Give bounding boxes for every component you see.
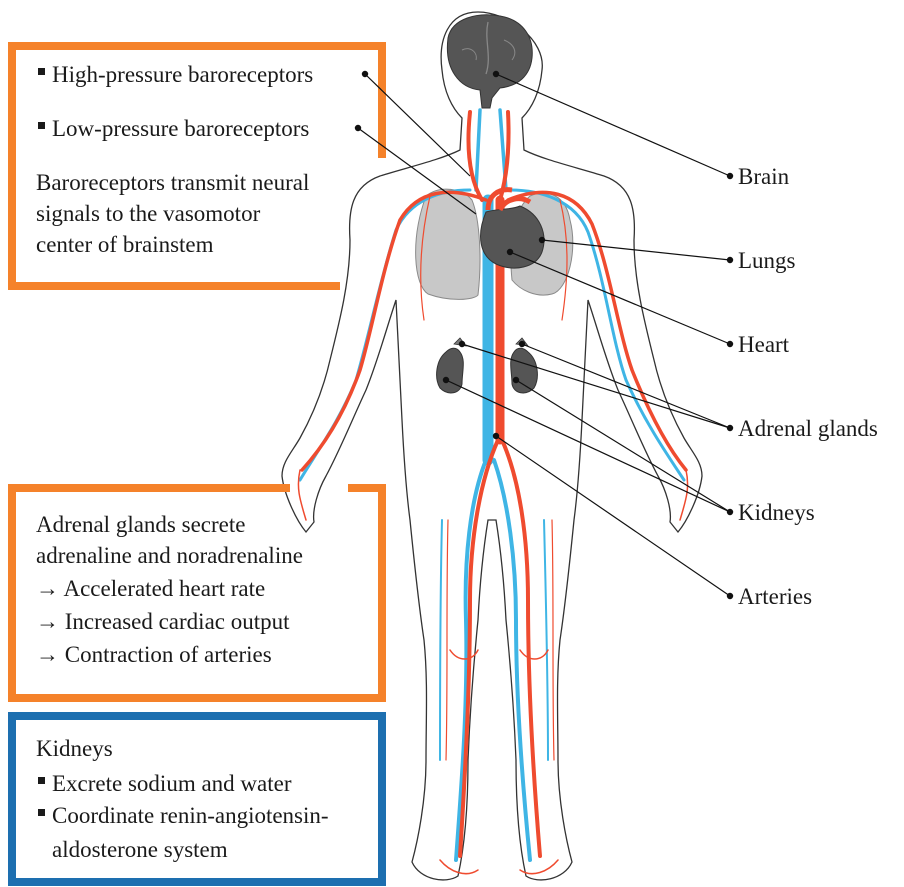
bullet-excrete	[38, 777, 45, 784]
adrenal-effect-cardiac-output: → Increased cardiac output	[36, 609, 290, 634]
adrenal-effect-heart-rate: → Accelerated heart rate	[36, 576, 265, 601]
bullet-low-pressure	[38, 122, 45, 129]
kidney-bullet-renin: Coordinate renin-angiotensin-	[52, 803, 329, 828]
label-arteries: Arteries	[738, 584, 812, 609]
kidney-bullet-renin-continuation: aldosterone system	[52, 837, 228, 862]
label-heart: Heart	[738, 332, 790, 357]
label-adrenal-glands: Adrenal glands	[738, 416, 878, 441]
label-brain: Brain	[738, 164, 790, 189]
kidney-box: Kidneys Excrete sodium and water Coordin…	[12, 716, 382, 882]
bullet-high-pressure	[38, 68, 45, 75]
adrenal-text-line-1: Adrenal glands secrete	[36, 512, 245, 537]
low-pressure-baroreceptors-label: Low-pressure baroreceptors	[52, 116, 309, 141]
adrenal-effect-arteries: → Contraction of arteries	[36, 642, 272, 667]
organ-labels: Brain Lungs Heart Adrenal glands Kidneys…	[738, 164, 878, 609]
adrenal-box: Adrenal glands secrete adrenaline and no…	[12, 488, 382, 698]
high-pressure-baroreceptors-label: High-pressure baroreceptors	[52, 62, 313, 87]
baroreceptor-text-line-2: signals to the vasomotor	[36, 201, 261, 226]
label-kidneys: Kidneys	[738, 500, 815, 525]
adrenal-text-line-2: adrenaline and noradrenaline	[36, 543, 303, 568]
label-lungs: Lungs	[738, 248, 796, 273]
bullet-renin	[38, 809, 45, 816]
baroreceptor-text-line-1: Baroreceptors transmit neural	[36, 170, 309, 195]
kidney-box-title: Kidneys	[36, 736, 113, 761]
baroreceptor-text-line-3: center of brainstem	[36, 232, 214, 257]
kidney-bullet-excrete: Excrete sodium and water	[52, 771, 292, 796]
baroreceptor-box: High-pressure baroreceptors Low-pressure…	[12, 46, 382, 286]
